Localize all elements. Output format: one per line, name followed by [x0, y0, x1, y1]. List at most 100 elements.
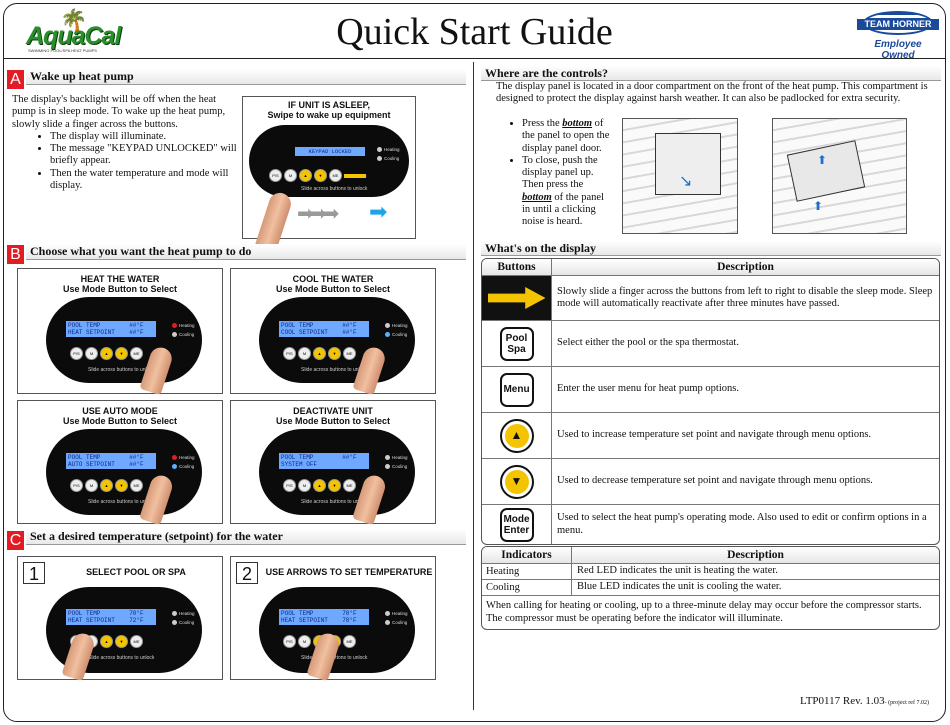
up-arrow-icon: ▲ [499, 418, 534, 453]
mode-key[interactable]: ME [130, 635, 143, 648]
table-row: ▼ Used to decrease temperature set point… [482, 458, 939, 504]
mode-panel-auto: USE AUTO MODE Use Mode Button to Select … [17, 400, 223, 526]
up-key[interactable]: ▲ [313, 347, 326, 360]
indicator-name: Heating [482, 564, 572, 579]
menu-key[interactable]: M [298, 347, 311, 360]
document-code: LTP0117 Rev. 1.03 [800, 695, 885, 707]
down-key[interactable]: ▼ [328, 479, 341, 492]
down-key[interactable]: ▼ [115, 347, 128, 360]
partner-name: TEAM HORNER [857, 19, 939, 30]
panel-heading: COOL THE WATER [292, 274, 374, 284]
up-key[interactable]: ▲ [100, 347, 113, 360]
cooling-label: Cooling [179, 620, 195, 625]
slide-hint: Slide across buttons to unlock [301, 367, 368, 373]
step-text: Press the [522, 118, 563, 129]
palm-tree-icon: 🌴 [60, 8, 88, 33]
step-number: 2 [236, 562, 258, 584]
lcd-screen: POOL TEMP ##°F HEAT SETPOINT ##°F [66, 321, 156, 337]
indicators-table: Indicators Description Heating Red LED i… [481, 546, 940, 630]
down-arrow-icon: ▼ [499, 464, 534, 499]
panel-heading: SELECT POOL OR SPA [86, 567, 186, 577]
section-b-letter: B [7, 245, 24, 264]
cooling-label: Cooling [392, 464, 408, 469]
mode-key[interactable]: ME [343, 479, 356, 492]
pool-spa-key[interactable]: P/S [70, 479, 83, 492]
blue-arrow-icon: ➡ [369, 199, 388, 224]
down-key[interactable]: ▼ [314, 169, 327, 182]
display-section-title: What's on the display [481, 241, 941, 256]
mode-panel-off: DEACTIVATE UNIT Use Mode Button to Selec… [230, 400, 436, 526]
panel-subheading: Use Mode Button to Select [62, 416, 177, 426]
menu-key[interactable]: M [284, 169, 297, 182]
menu-key[interactable]: M [298, 635, 311, 648]
slide-hint: Slide across buttons to unlock [88, 655, 155, 661]
buttons-table: Buttons Description Slowly slide a finge… [481, 258, 940, 545]
panel-heading: DEACTIVATE UNIT [293, 406, 373, 416]
up-key[interactable]: ▲ [100, 635, 113, 648]
row-description: Used to increase temperature set point a… [557, 429, 872, 441]
header: 🌴 AquaCal SWIMMING POOL/SPA HEAT PUMPS Q… [4, 4, 945, 61]
cooling-label: Cooling [392, 332, 408, 337]
heating-label: Heating [179, 611, 195, 616]
pool-spa-key[interactable]: P/S [283, 635, 296, 648]
pool-spa-key[interactable]: P/S [70, 347, 83, 360]
led-indicators: Heating Cooling [385, 609, 408, 627]
wake-panel: IF UNIT IS ASLEEP, Swipe to wake up equi… [242, 96, 416, 254]
up-key[interactable]: ▲ [313, 479, 326, 492]
pool-spa-key[interactable]: P/S [283, 347, 296, 360]
table-row: Pool Spa Select either the pool or the s… [482, 320, 939, 366]
list-item: Then the water temperature and mode will… [50, 168, 240, 193]
menu-key[interactable]: M [85, 347, 98, 360]
footer: LTP0117 Rev. 1.03- (project ref 7.02) [800, 695, 929, 707]
pool-spa-icon: Pool Spa [499, 326, 534, 361]
pool-spa-key[interactable]: P/S [283, 479, 296, 492]
led-indicators: Heating Cooling [172, 453, 195, 471]
panel-heading: IF UNIT IS ASLEEP, [287, 100, 370, 110]
step-emphasis: bottom [562, 118, 593, 129]
column-divider [473, 62, 474, 710]
cooling-label: Cooling [392, 620, 408, 625]
lcd-screen: POOL TEMP 70°F HEAT SETPOINT 78°F [279, 609, 369, 625]
panel-subheading: Use Mode Button to Select [62, 284, 177, 294]
menu-key[interactable]: M [298, 479, 311, 492]
mode-key[interactable]: ME [343, 635, 356, 648]
step-text: of the panel in until a clicking noise i… [522, 191, 604, 228]
lcd-screen: POOL TEMP ##°F SYSTEM OFF [279, 453, 369, 469]
up-arrow-icon: ⬆ [817, 153, 828, 167]
keypad: P/S M ▲ ▼ ME [269, 169, 366, 182]
heating-label: Heating [179, 455, 195, 460]
section-a-letter: A [7, 70, 24, 89]
display-panel: POOL TEMP ##°F HEAT SETPOINT ##°F Heatin… [46, 297, 202, 383]
row-description: Used to select the heat pump's operating… [557, 512, 927, 536]
mode-key[interactable]: ME [130, 347, 143, 360]
up-key[interactable]: ▲ [299, 169, 312, 182]
logo-tagline: SWIMMING POOL/SPA HEAT PUMPS [28, 48, 97, 53]
page-frame [3, 3, 946, 722]
table-row: When calling for heating or cooling, up … [482, 595, 939, 629]
row-description: Select either the pool or the spa thermo… [557, 337, 739, 349]
table-row: Mode Enter Used to select the heat pump'… [482, 504, 939, 544]
indicator-name: Cooling [482, 580, 572, 595]
down-key[interactable]: ▼ [328, 347, 341, 360]
panel-subheading: Use Mode Button to Select [275, 416, 390, 426]
project-ref: - (project ref 7.02) [884, 700, 929, 706]
section-c-letter: C [7, 531, 24, 550]
down-key[interactable]: ▼ [115, 479, 128, 492]
pool-spa-key[interactable]: P/S [269, 169, 282, 182]
row-description: Used to decrease temperature set point a… [557, 475, 873, 487]
menu-key[interactable]: M [85, 479, 98, 492]
led-indicators: Heating Cooling [385, 321, 408, 339]
cooling-label: Cooling [384, 156, 400, 161]
table-header: Indicators Description [482, 547, 939, 563]
list-item: The message "KEYPAD UNLOCKED" will brief… [50, 143, 240, 168]
lcd-screen: POOL TEMP ##°F COOL SETPOINT ##°F [279, 321, 369, 337]
up-key[interactable]: ▲ [100, 479, 113, 492]
mode-key[interactable]: ME [130, 479, 143, 492]
down-key[interactable]: ▼ [115, 635, 128, 648]
led-indicators: Heating Cooling [172, 609, 195, 627]
mode-key[interactable]: ME [329, 169, 342, 182]
row-description: Enter the user menu for heat pump option… [557, 383, 739, 395]
step-emphasis: bottom [522, 191, 552, 203]
mode-key[interactable]: ME [343, 347, 356, 360]
